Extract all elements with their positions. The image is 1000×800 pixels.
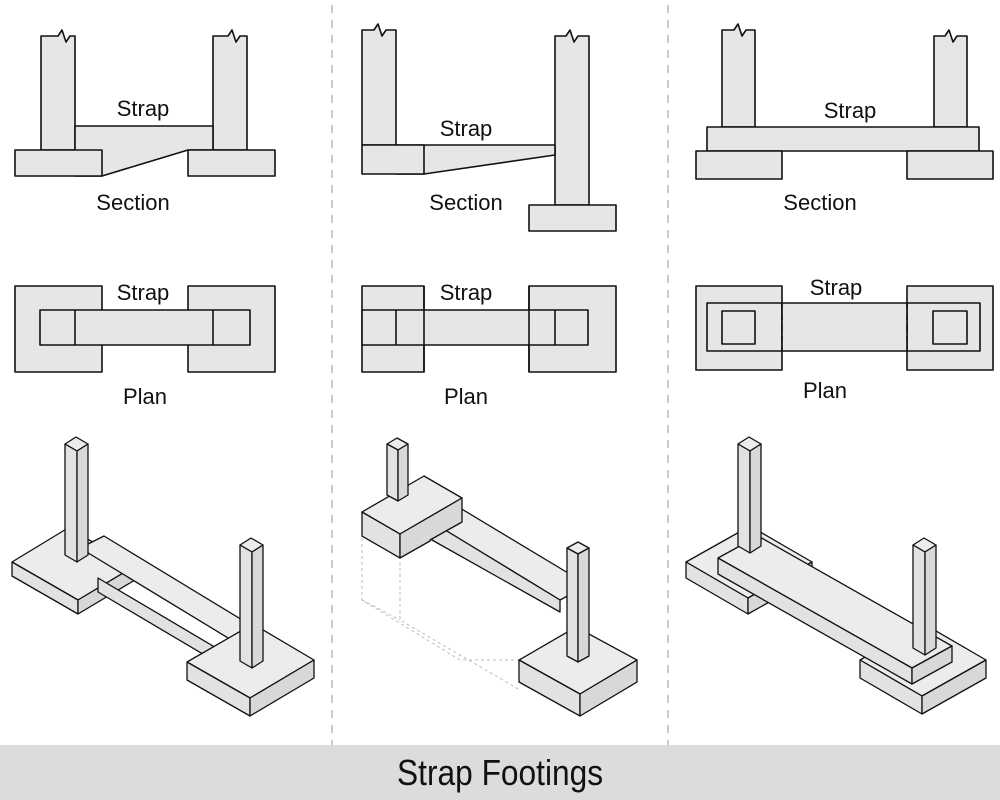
panel-3-section: Strap Section: [695, 23, 994, 215]
panel-3-plan: Strap Plan: [695, 275, 994, 403]
caption-bar: Strap Footings: [0, 745, 1000, 800]
section-label: Section: [429, 190, 502, 215]
strap-label: Strap: [440, 280, 493, 305]
strap-label: Strap: [810, 275, 863, 300]
panel-2-section: Strap Section: [361, 23, 617, 232]
strap-label: Strap: [117, 96, 170, 121]
panel-1-plan: Strap Plan: [14, 280, 276, 409]
panel-2-plan: Strap Plan: [361, 280, 617, 409]
figure-caption: Strap Footings: [396, 751, 604, 793]
plan-label: Plan: [123, 384, 167, 409]
panel-1-isometric: [11, 436, 315, 717]
section-label: Section: [783, 190, 856, 215]
plan-label: Plan: [803, 378, 847, 403]
section-label: Section: [96, 190, 169, 215]
panel-3-isometric: [685, 436, 987, 715]
plan-label: Plan: [444, 384, 488, 409]
strap-label: Strap: [440, 116, 493, 141]
strap-footings-diagram: Strap Section Strap Plan: [11, 5, 994, 745]
panel-1-section: Strap Section: [14, 29, 276, 215]
strap-label: Strap: [824, 98, 877, 123]
strap-label: Strap: [117, 280, 170, 305]
panel-2-isometric: [361, 437, 638, 717]
